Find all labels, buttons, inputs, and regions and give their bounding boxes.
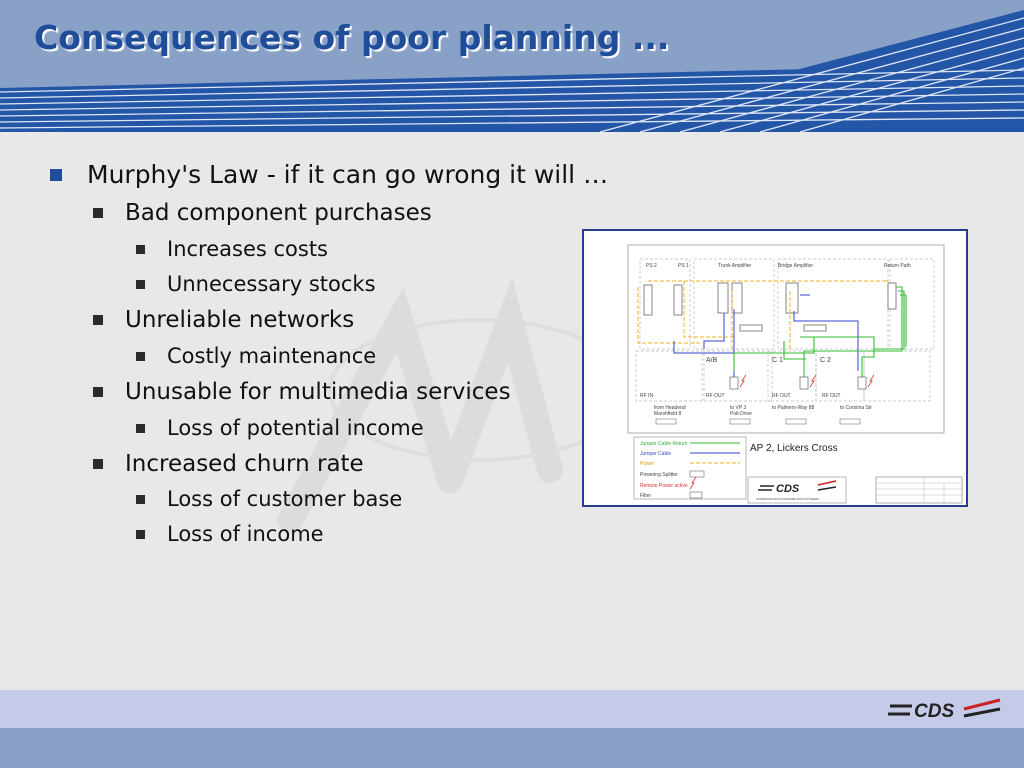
to-palmers-label: to Palmers-Way 88 (772, 405, 815, 411)
remote-power-icon (689, 476, 697, 490)
square-bullet-icon (136, 351, 145, 361)
square-bullet-icon (50, 168, 62, 181)
bullet-text: Increases costs (167, 237, 328, 261)
return-path-label: Return Path (884, 263, 911, 269)
bullet-text: Costly maintenance (167, 344, 377, 368)
bullet-text: Increased churn rate (125, 451, 364, 477)
bullet-text: Loss of potential income (167, 416, 424, 440)
list-item: Loss of customer base (136, 487, 402, 511)
list-item: Increases costs (136, 237, 328, 261)
bullet-text: Bad component purchases (125, 200, 432, 226)
from-headend-label: from Headend (654, 405, 686, 411)
schematic-drawing: PS 2 PS 1 Trunk Amplifier Bridge Amplifi… (627, 244, 963, 504)
legend-jumper: Jumper Cable (640, 451, 671, 457)
bridge-amp-label: Bridge Amplifier (778, 263, 813, 269)
bullet-text: Loss of customer base (167, 487, 403, 511)
polt-drive-label: Polt-Drive (730, 411, 752, 417)
c1-label: C 1 (772, 357, 783, 364)
list-item: Unusable for multimedia services (93, 379, 511, 405)
ab-label: A/B (706, 357, 718, 364)
list-item: Costly maintenance (136, 344, 376, 368)
legend-filter: Filter (640, 493, 651, 499)
bullet-text: Unusable for multimedia services (125, 379, 511, 405)
rf-out-label-3: RF OUT (822, 393, 841, 399)
legend-power: Power (640, 461, 655, 467)
header-stripes (0, 0, 1024, 132)
cds-logo-icon: CDS (888, 698, 1001, 722)
cds-small-logo-icon (758, 480, 837, 491)
ps2-label: PS 2 (646, 263, 657, 269)
list-item: Loss of income (136, 522, 324, 546)
square-bullet-icon (136, 494, 145, 504)
to-corsima-label: to Corsima Str (840, 405, 872, 411)
rf-out-label-2: RF OUT (772, 393, 791, 399)
list-item: Loss of potential income (136, 416, 424, 440)
bullet-text: Murphy's Law - if it can go wrong it wil… (87, 160, 609, 189)
list-item: Unnecessary stocks (136, 272, 376, 296)
marshfield-label: Marshfield 8 (654, 411, 681, 417)
c2-label: C 2 (820, 357, 831, 364)
slide-title: Consequences of poor planning ... (34, 18, 670, 57)
list-item: Murphy's Law - if it can go wrong it wil… (50, 160, 608, 189)
rf-out-label-1: RF OUT (706, 393, 725, 399)
network-schematic: PS 2 PS 1 Trunk Amplifier Bridge Amplifi… (582, 229, 968, 507)
square-bullet-icon (93, 208, 103, 218)
ps1-label: PS 1 (678, 263, 689, 269)
legend-remote: Remote Power active (640, 483, 688, 489)
trunk-amp-label: Trunk Amplifier (718, 263, 751, 269)
square-bullet-icon (93, 459, 103, 469)
cds-small-logo: CDS (776, 483, 800, 495)
header-band: Consequences of poor planning ... (0, 0, 1024, 132)
list-item: Bad component purchases (93, 200, 432, 226)
list-item: Unreliable networks (93, 307, 354, 333)
footer-band-light (0, 690, 1024, 728)
legend-splitter: Powering Splitter (640, 472, 678, 478)
square-bullet-icon (136, 279, 145, 289)
cds-subtitle: COMMUNICATION DISTRIBUTION SYSTEMS (756, 497, 819, 501)
footer-band-dark (0, 728, 1024, 768)
square-bullet-icon (93, 315, 103, 325)
rf-in-label: RF IN (640, 393, 653, 399)
footer-logo-text: CDS (914, 701, 954, 722)
legend-jumper-return: Jumper Cable Return (640, 441, 688, 447)
watermark-logo (277, 280, 630, 533)
to-vp-label: to VP 3 (730, 405, 747, 411)
square-bullet-icon (136, 244, 145, 254)
ap-title: AP 2, Lickers Cross (750, 443, 838, 454)
square-bullet-icon (93, 387, 103, 397)
square-bullet-icon (136, 529, 145, 539)
square-bullet-icon (136, 423, 145, 433)
list-item: Increased churn rate (93, 451, 364, 477)
bullet-text: Unreliable networks (125, 307, 355, 333)
bullet-text: Loss of income (167, 522, 324, 546)
bullet-text: Unnecessary stocks (167, 272, 376, 296)
